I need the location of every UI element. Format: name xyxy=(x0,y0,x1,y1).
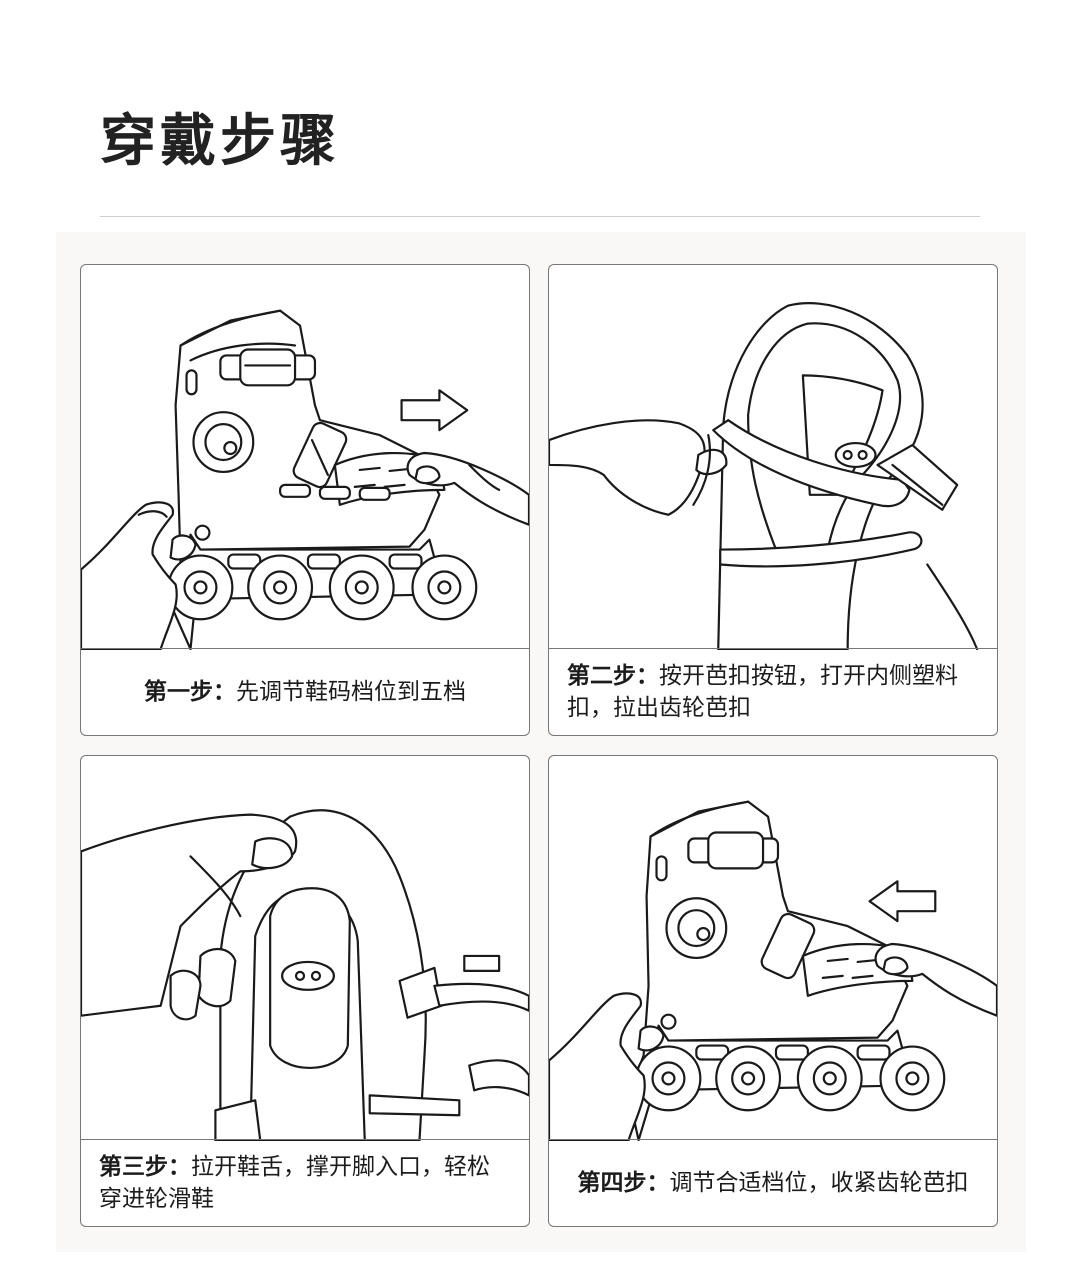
arrow-right-icon xyxy=(400,389,469,432)
step-card-3: 第三步：拉开鞋舌，撑开脚入口，轻松穿进轮滑鞋 xyxy=(80,755,530,1227)
step-card-2: 第二步：按开芭扣按钮，打开内侧塑料扣，拉出齿轮芭扣 xyxy=(548,264,998,736)
step-2-text: 按开芭扣按钮，打开内侧塑料扣，拉出齿轮芭扣 xyxy=(567,663,958,721)
step-3-text: 拉开鞋舌，撑开脚入口，轻松穿进轮滑鞋 xyxy=(99,1154,490,1212)
brand-mascot-icon xyxy=(834,441,877,469)
step-2-illustration xyxy=(549,302,979,650)
step-1-illustration xyxy=(81,309,529,650)
step-2-caption: 第二步：按开芭扣按钮，打开内侧塑料扣，拉出齿轮芭扣 xyxy=(549,648,997,735)
page-title: 穿戴步骤 xyxy=(100,109,340,174)
step-3-illustration xyxy=(81,809,529,1141)
step-4-label: 第四步： xyxy=(577,1170,670,1196)
step-4-text: 调节合适档位，收紧齿轮芭扣 xyxy=(669,1170,969,1196)
step-card-1: 第一步：先调节鞋码档位到五档 xyxy=(80,264,530,736)
step-1-label: 第一步： xyxy=(144,679,236,705)
step-card-4: 第四步：调节合适档位，收紧齿轮芭扣 xyxy=(548,755,998,1227)
brand-mascot-icon xyxy=(281,960,335,991)
title-divider xyxy=(100,216,980,217)
arrow-left-icon xyxy=(868,880,937,923)
step-3-label: 第三步： xyxy=(99,1154,191,1180)
step-4-caption: 第四步：调节合适档位，收紧齿轮芭扣 xyxy=(549,1139,997,1226)
step-2-label: 第二步： xyxy=(567,663,659,689)
step-3-caption: 第三步：拉开鞋舌，撑开脚入口，轻松穿进轮滑鞋 xyxy=(81,1139,529,1226)
step-4-illustration xyxy=(549,800,997,1141)
step-1-text: 先调节鞋码档位到五档 xyxy=(236,679,466,705)
step-1-caption: 第一步：先调节鞋码档位到五档 xyxy=(81,648,529,735)
